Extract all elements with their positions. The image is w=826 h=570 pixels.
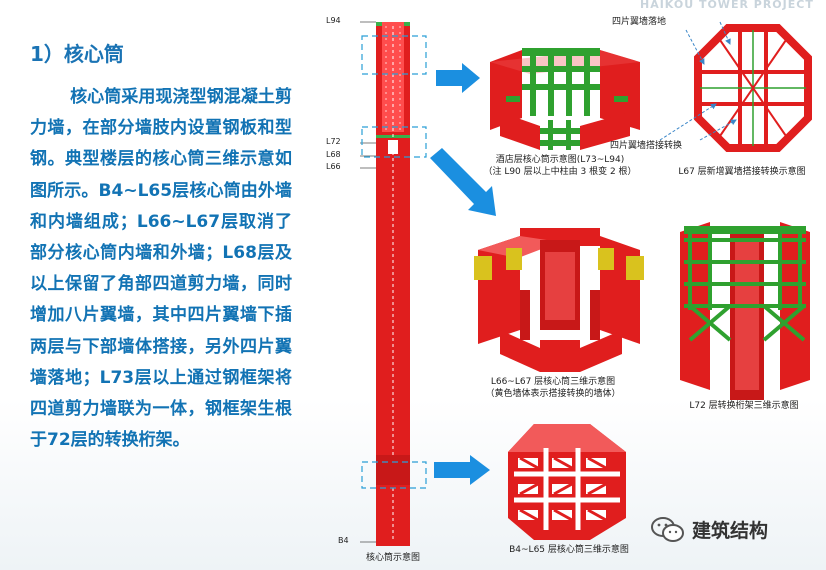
- caption-l66-core: L66~L67 层核心筒三维示意图 （黄色墙体表示搭接转换的墙体）: [460, 376, 646, 400]
- section-title: 1）核心筒: [30, 42, 124, 66]
- caption-l67-plan: L67 层新增翼墙搭接转换示意图: [678, 167, 806, 177]
- highlight-box-b4: [361, 461, 427, 489]
- arrow-to-hotel: [436, 63, 480, 93]
- caption-core-tube: 核心筒示意图: [365, 553, 420, 563]
- level-label-l94: L94: [326, 16, 341, 25]
- arrow-to-b4: [434, 455, 490, 485]
- caption-hotel-line1: 酒店层核心筒示意图(L73~L94): [495, 155, 625, 165]
- highlight-box-hotel: [361, 35, 427, 75]
- caption-l66-line1: L66~L67 层核心筒三维示意图: [490, 377, 616, 387]
- core-tube-elevation: [360, 21, 410, 546]
- body-paragraph: 核心筒采用现浇型钢混凝土剪力墙，在部分墙肢内设置钢板和型钢。典型楼层的核心筒三维…: [30, 82, 292, 456]
- b4-l65-core-3d: [508, 424, 626, 540]
- level-label-b4: B4: [338, 536, 349, 545]
- l67-plan-diagram: [659, 21, 812, 152]
- caption-l72-truss: L72 层转换桁架三维示意图: [689, 401, 799, 411]
- caption-hotel-line2: （注 L90 层以上中柱由 3 根变 2 根）: [483, 167, 637, 177]
- watermark-text: 建筑结构: [692, 520, 769, 542]
- annotation-wing-transfer: 四片翼墙搭接转换: [610, 141, 683, 151]
- level-label-l66: L66: [326, 162, 341, 171]
- l66-core-3d: [474, 228, 644, 372]
- annotation-wing-ground: 四片翼墙落地: [612, 17, 667, 27]
- header-watermark: HAIKOU TOWER PROJECT: [640, 0, 814, 11]
- caption-hotel-core: 酒店层核心筒示意图(L73~L94) （注 L90 层以上中柱由 3 根变 2 …: [470, 154, 650, 178]
- caption-b4-l65: B4~L65 层核心筒三维示意图: [509, 545, 629, 555]
- body-paragraph-text: 核心筒采用现浇型钢混凝土剪力墙，在部分墙肢内设置钢板和型钢。典型楼层的核心筒三维…: [30, 87, 292, 451]
- level-label-l68: L68: [326, 150, 341, 159]
- arrow-to-l66: [430, 148, 496, 216]
- level-label-l72: L72: [326, 137, 341, 146]
- caption-l66-line2: （黄色墙体表示搭接转换的墙体）: [485, 389, 621, 399]
- l72-truss-3d: [680, 222, 810, 400]
- hotel-core-3d: [490, 48, 640, 150]
- wechat-icon: [651, 517, 684, 542]
- highlight-box-l66: [361, 126, 427, 158]
